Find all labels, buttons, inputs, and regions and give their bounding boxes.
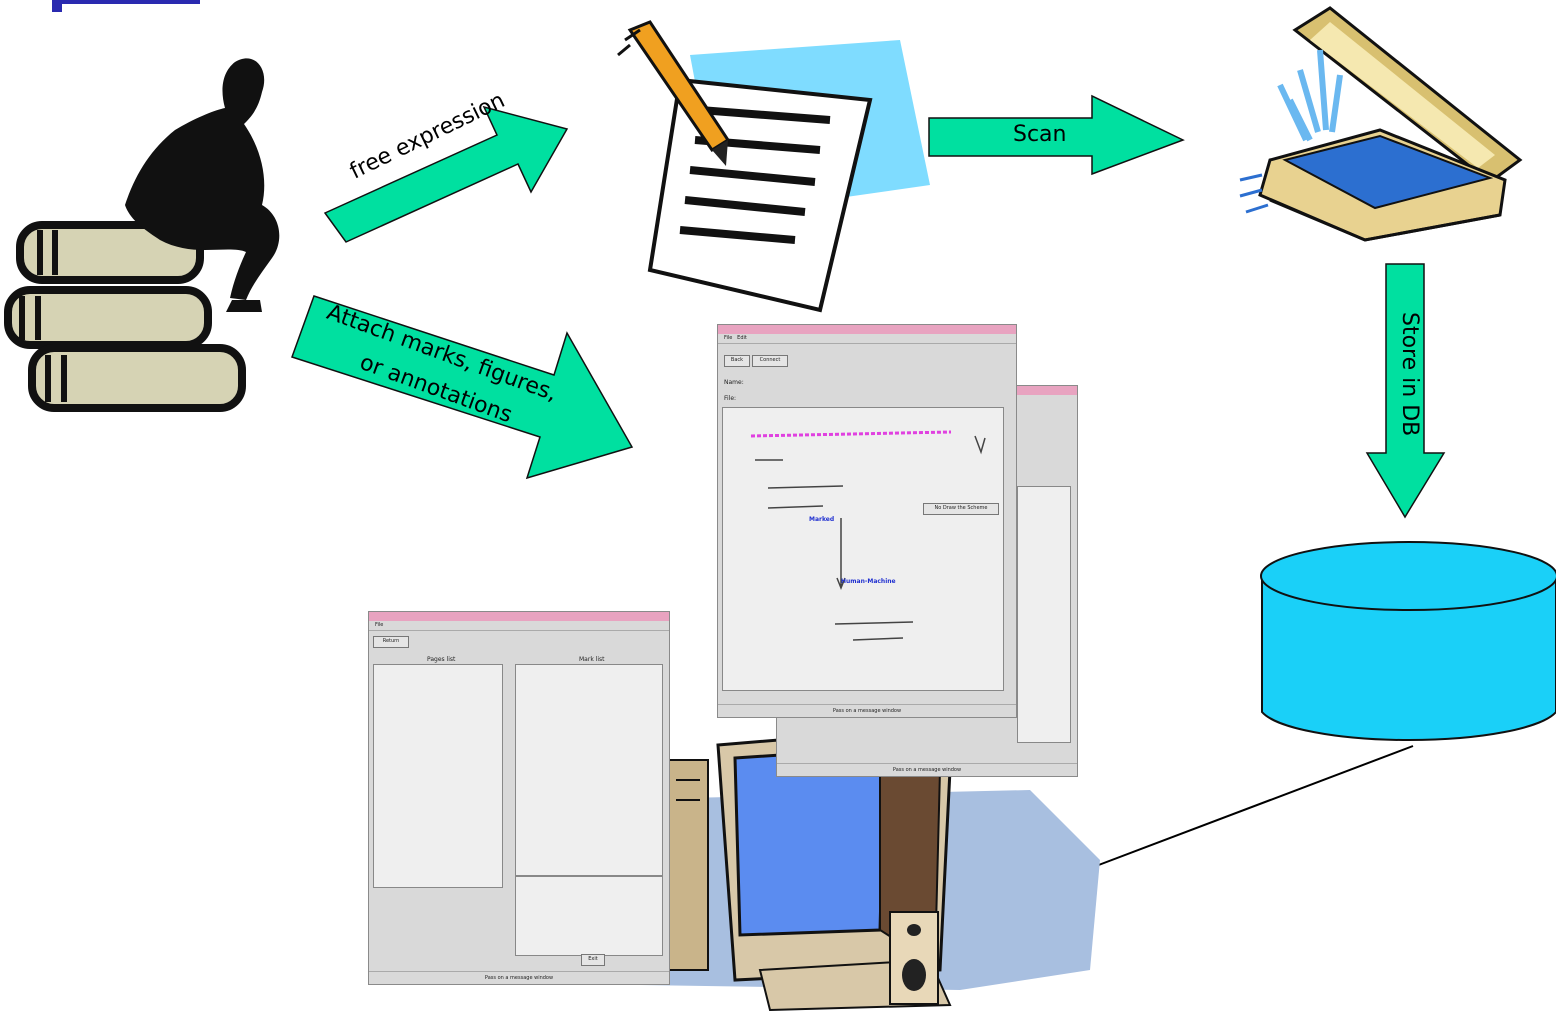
list-menu-file[interactable]: File (375, 622, 384, 628)
list-window-status: Pass on a message window (369, 971, 669, 984)
database-icon (1260, 541, 1556, 742)
front-window-status: Pass on a message window (718, 704, 1016, 717)
back-button[interactable]: Back (724, 355, 750, 367)
pencil-and-notepad-icon (617, 20, 930, 313)
store-in-db-label: Store in DB (1397, 312, 1422, 437)
menu-file[interactable]: File (724, 335, 733, 341)
detail-list[interactable] (515, 876, 663, 956)
draw-scheme-button[interactable]: No Draw the Scheme (923, 503, 999, 515)
mark-list-header: Mark list (579, 656, 605, 663)
computer-icon (600, 728, 1100, 1011)
arrow-scan (928, 94, 1185, 176)
list-window: File Return Pages list Mark list Exit Pa… (368, 611, 670, 985)
scanner-icon (1239, 6, 1523, 242)
mark-list[interactable] (515, 664, 663, 876)
back-window-canvas[interactable] (1017, 486, 1071, 743)
list-window-menubar: File (369, 621, 669, 631)
return-button[interactable]: Return (373, 636, 409, 648)
pages-list[interactable] (373, 664, 503, 888)
menu-edit[interactable]: Edit (737, 335, 747, 341)
marked-label: Marked (809, 516, 835, 523)
handwriting-sketch (750, 430, 986, 641)
name-label: Name: (724, 379, 744, 386)
scan-label: Scan (1013, 122, 1067, 147)
front-window-canvas[interactable]: Marked Human-Machine No Draw the Scheme (722, 407, 1004, 691)
human-machine-label: Human-Machine (841, 578, 896, 585)
arrow-attach (291, 295, 634, 480)
list-window-titlebar (369, 612, 669, 621)
front-window-menubar: File Edit (718, 334, 1016, 344)
arrow-free-expression (323, 105, 569, 243)
exit-button[interactable]: Exit (581, 954, 605, 966)
pages-list-header: Pages list (427, 656, 456, 663)
front-annotation-window: File Edit Back Connect Name: File: Marke… (717, 324, 1017, 718)
connection-line (1095, 745, 1414, 867)
thinker-on-books-icon (4, 58, 280, 412)
connect-button[interactable]: Connect (752, 355, 788, 367)
back-window-status: Pass on a message window (777, 763, 1077, 776)
front-window-titlebar (718, 325, 1016, 334)
corner-bar-icon (52, 0, 200, 12)
file-label: File: (724, 395, 737, 402)
arrow-store (1365, 263, 1446, 519)
